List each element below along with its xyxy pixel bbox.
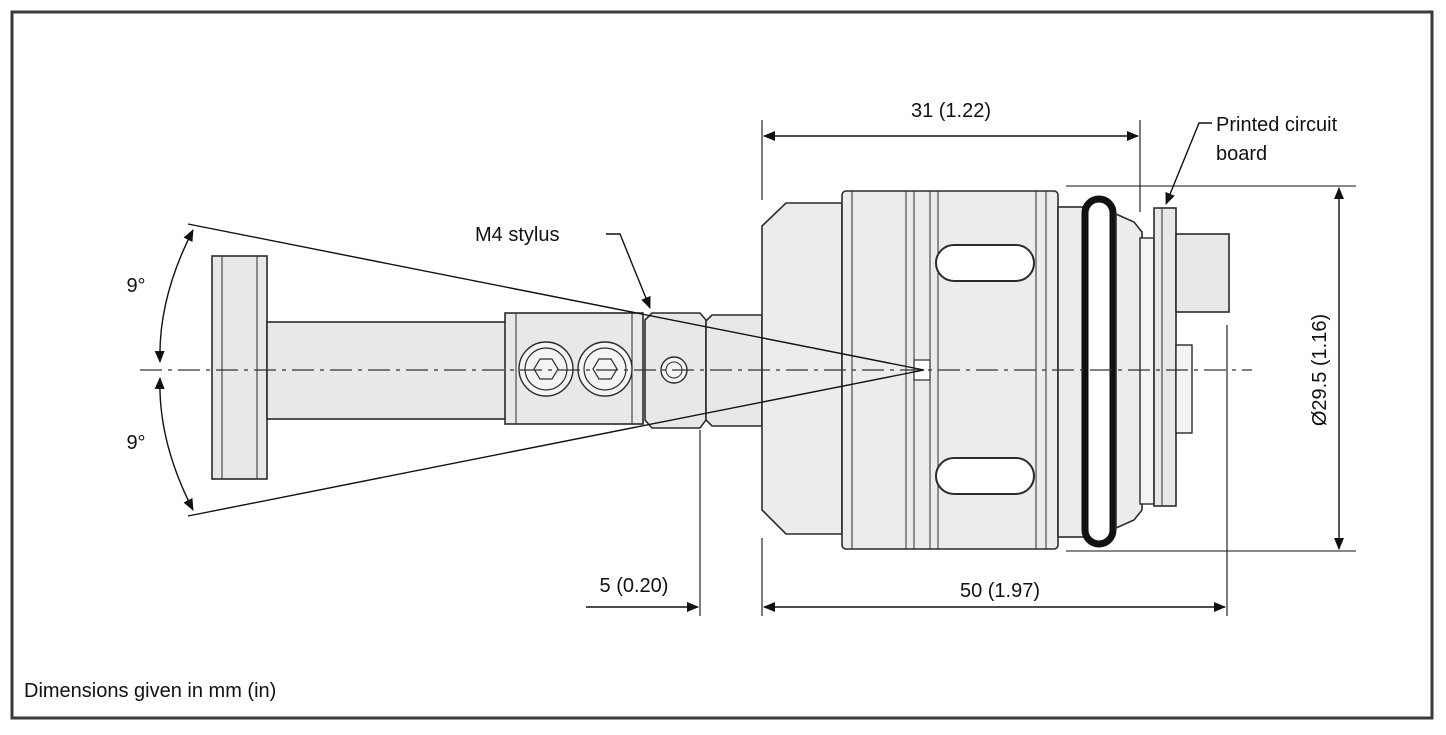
label-angle-top: 9° — [126, 275, 145, 297]
label-pcb-line1: Printed circuit — [1216, 114, 1338, 136]
label-dim-5: 5 (0.20) — [600, 575, 669, 597]
hex-screw-left — [518, 341, 574, 397]
label-dim-31: 31 (1.22) — [911, 100, 991, 122]
printed-circuit-board — [1153, 207, 1177, 507]
footnote: Dimensions given in mm (in) — [24, 680, 276, 702]
stylus-disc — [211, 255, 268, 480]
leader-pcb — [1165, 122, 1212, 205]
label-m4-stylus: M4 stylus — [475, 224, 559, 246]
housing-slot-top — [935, 244, 1035, 282]
label-dim-50: 50 (1.97) — [960, 580, 1040, 602]
housing-slot-bottom — [935, 457, 1035, 495]
cone-line-bottom — [187, 369, 925, 517]
probe-nose — [761, 202, 843, 535]
leader-m4-stylus — [606, 233, 651, 309]
connector-block — [1175, 233, 1230, 313]
hex-screw-right — [577, 341, 633, 397]
label-pcb-line2: board — [1216, 143, 1267, 165]
angle-arc-bottom — [154, 377, 194, 511]
o-ring — [1081, 195, 1117, 548]
angle-arc-top — [154, 229, 194, 363]
label-dim-diameter: Ø29.5 (1.16) — [1309, 314, 1331, 426]
cone-line-top — [187, 223, 925, 371]
label-angle-bottom: 9° — [126, 432, 145, 454]
